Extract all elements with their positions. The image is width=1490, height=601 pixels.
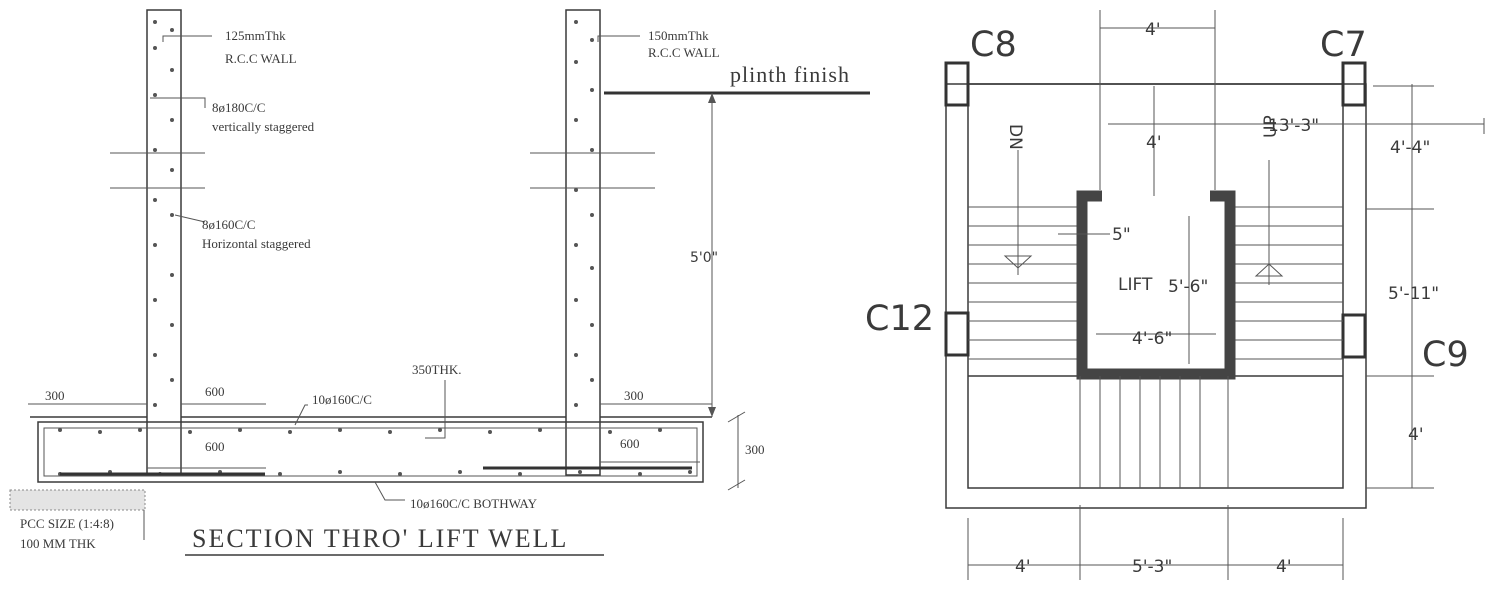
up-label: UP [1261,115,1281,138]
column-label-c8: C8 [970,25,1017,65]
dim-bottom-mid: 5'-3" [1132,557,1172,577]
column-c7 [1341,61,1367,107]
dim-300-right: 300 [624,388,644,403]
dim-5-inch: 5" [1112,225,1131,245]
dim-right-top: 4'-4" [1390,138,1430,158]
section-thro-lift-well: 125mmThk R.C.C WALL 150mmThk R.C.C WALL … [9,9,870,556]
horizontal-bars-label: 8ø160C/C [202,217,255,232]
dim-top-4ft: 4' [1145,20,1161,40]
down-label: DN [1005,124,1025,150]
vertical-bars-note: vertically staggered [212,119,315,134]
dim-right-mid: 5'-11" [1388,284,1439,304]
stair-treads-bottom [1079,376,1229,488]
column-label-c9: C9 [1422,335,1469,375]
up-arrow-head [1254,263,1284,277]
pcc-thickness-label: 100 MM THK [20,536,96,551]
bothway-bars-label: 10ø160C/C BOTHWAY [410,496,538,511]
bottom-bars-label: 10ø160C/C [312,392,372,407]
wall-right-thickness: 150mmThk [648,28,709,43]
column-c12 [944,311,970,357]
dim-overall-width: 13'-3" [1268,116,1319,136]
wall-right-type: R.C.C WALL [648,45,720,60]
pcc-bed [9,489,146,511]
wall-left-thickness: 125mmThk [225,28,286,43]
slab-rebar-cage [43,427,698,477]
lift-label: LIFT [1118,275,1153,295]
horizontal-bars-note: Horizontal staggered [202,236,311,251]
plan-dimension-lines [967,10,1485,580]
height-dimension: 5'0" [690,250,718,266]
stair-treads-left [968,206,1082,360]
wall-left-type: R.C.C WALL [225,51,297,66]
dim-gap-4ft: 4' [1146,133,1162,153]
dim-600-inner: 600 [205,384,225,399]
plinth-label: plinth finish [730,62,850,87]
column-c9 [1341,313,1367,359]
left-rcc-wall [146,9,182,476]
dn-arrow-head [1003,255,1033,269]
lift-width-dim: 4'-6" [1132,329,1172,349]
lift-stair-plan: C8 C7 C12 C9 4' 13'-3" 4' 4'-4" 5'-11" 4… [865,10,1485,580]
stair-treads-right [1230,206,1343,360]
dim-600-left-slab: 600 [205,439,225,454]
raft-slab [37,421,704,483]
vertical-bars-label: 8ø180C/C [212,100,265,115]
dim-bottom-right: 4' [1276,557,1292,577]
pcc-size-label: PCC SIZE (1:4:8) [20,516,114,531]
column-c8 [944,61,970,107]
wall-rebar-dots [153,20,594,407]
dim-right-bottom: 4' [1408,425,1424,445]
slab-thickness-label: 350THK. [412,362,461,377]
plan-inner-wall [967,83,1344,489]
right-rcc-wall [565,9,601,476]
dim-300-slab-side: 300 [745,442,765,457]
dim-600-right-slab: 600 [620,436,640,451]
dim-bottom-left: 4' [1015,557,1031,577]
section-title: SECTION THRO' LIFT WELL [192,524,568,553]
wall-break-lines [110,152,655,189]
column-label-c7: C7 [1320,25,1367,65]
dim-300-left: 300 [45,388,65,403]
lift-depth-dim: 5'-6" [1168,277,1208,297]
column-label-c12: C12 [865,299,934,339]
